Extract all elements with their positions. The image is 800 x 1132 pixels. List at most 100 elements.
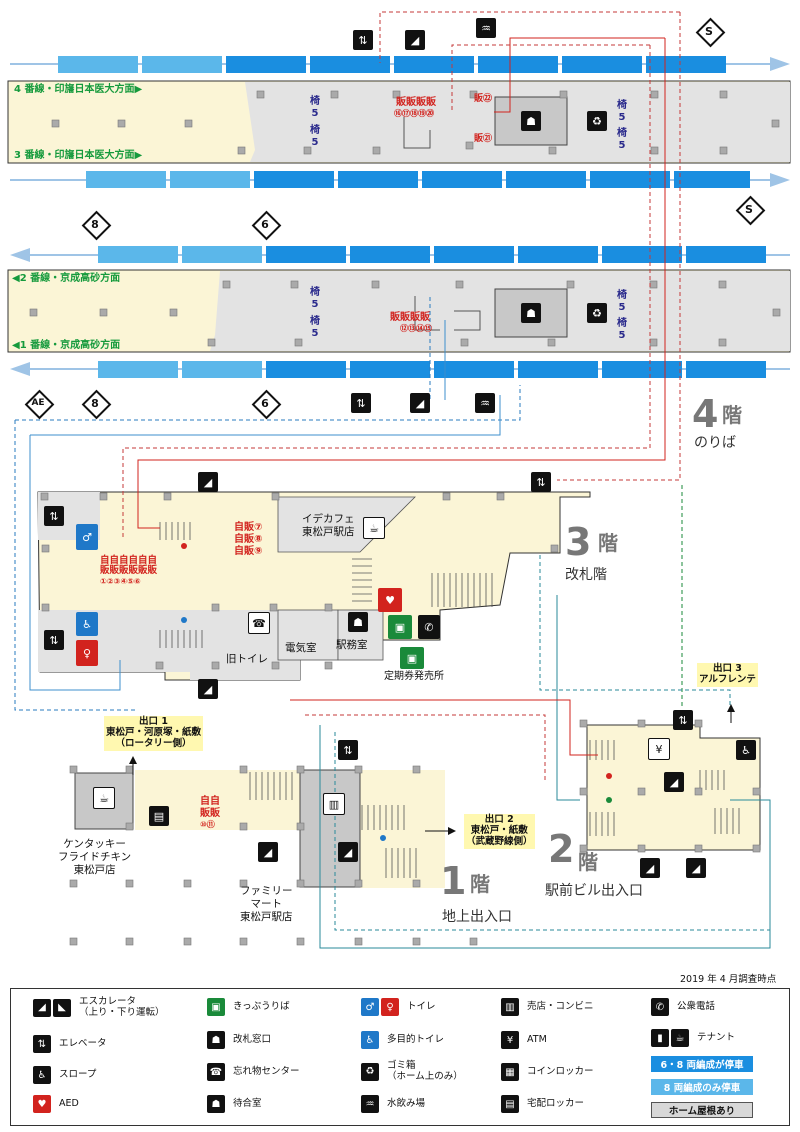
platform-4-label: 4 番線・印旛日本医大方面▶ <box>14 84 143 95</box>
convenience-store-icon: ▥ <box>501 998 519 1016</box>
escalator-icon: ◢ <box>338 842 358 862</box>
kfc-label: ケンタッキーフライドチキン東松戸店 <box>58 838 132 877</box>
floor-2-number: 2 <box>548 827 575 871</box>
trash-bin-icon: ♻ <box>361 1062 379 1081</box>
trash-bin-icon: ♻ <box>587 303 607 323</box>
legend-escalator: ◢◣エスカレータ（上り・下り運転） <box>33 996 165 1019</box>
elevator-icon: ⇅ <box>33 1035 51 1053</box>
familymart-label: ファミリーマート東松戸駅店 <box>240 885 293 924</box>
legend-lost-found: ☎忘れ物センター <box>207 1063 300 1081</box>
elevator-icon: ⇅ <box>44 506 64 526</box>
slope-icon: ♿ <box>736 740 756 760</box>
vending-label: 販販販販 <box>396 97 436 108</box>
vending-numbers: ⑫⑬⑭⑮ <box>400 324 432 333</box>
waiting-room-icon: ☗ <box>521 111 541 131</box>
floor-plan-drawing <box>7 11 791 949</box>
legend-tenant: ▮☕テナント <box>651 1029 735 1047</box>
electric-room-label: 電気室 <box>285 642 317 654</box>
escalator-icon: ◣ <box>53 998 71 1017</box>
legend-phone: ✆公衆電話 <box>651 998 715 1016</box>
coin-locker-icon: ▦ <box>501 1063 519 1081</box>
car-segments-row4 <box>98 361 766 378</box>
car8-stop-marker: 8 <box>81 210 112 241</box>
floor-3-number: 3 <box>565 520 592 564</box>
escalator-icon: ◢ <box>686 858 706 878</box>
trash-bin-icon: ♻ <box>587 111 607 131</box>
lost-and-found-icon: ☎ <box>248 612 270 634</box>
legend-aed: ♥AED <box>33 1095 79 1113</box>
escalator-icon: ◢ <box>258 842 278 862</box>
aed-icon: ♥ <box>33 1095 51 1113</box>
legend-water-fountain: ♒水飲み場 <box>361 1095 425 1113</box>
platform-2-label: ◀2 番線・京成高砂方面 <box>12 273 121 284</box>
waiting-room-icon: ☗ <box>521 303 541 323</box>
water-fountain-icon: ♒ <box>475 393 495 413</box>
legend-gate-window: ☗改札窓口 <box>207 1031 271 1049</box>
vending-label: 販㉒ <box>474 94 493 104</box>
escalator-icon: ◢ <box>198 472 218 492</box>
cafe-label: イデカフェ東松戸駅店 <box>302 513 355 539</box>
womens-toilet-icon: ♀ <box>76 640 98 666</box>
platform-3-label: 3 番線・印旛日本医大方面▶ <box>14 150 143 161</box>
convenience-store-icon: ▥ <box>323 793 345 815</box>
slope-icon: ♿ <box>33 1066 51 1084</box>
legend-roof: ホーム屋根あり <box>651 1102 753 1118</box>
atm-icon: ¥ <box>648 738 670 760</box>
escalator-icon: ◢ <box>33 998 51 1017</box>
womens-toilet-icon: ♀ <box>381 998 399 1016</box>
lost-and-found-icon: ☎ <box>207 1063 225 1081</box>
floor-2-name: 駅前ビル出入口 <box>545 883 643 899</box>
express-stop-marker: S <box>695 17 726 48</box>
legend-multipurpose-toilet: ♿多目的トイレ <box>361 1031 444 1049</box>
ticket-gate-window-icon: ☗ <box>207 1031 225 1049</box>
elevator-icon: ⇅ <box>351 393 371 413</box>
ticket-office-icon: ▣ <box>207 998 225 1016</box>
floor-1-number: 1 <box>440 859 467 903</box>
vending-label: 販販販販 <box>390 312 430 323</box>
tenant-cafe-icon: ☕ <box>363 517 385 539</box>
legend-store: ▥売店・コンビニ <box>501 998 594 1016</box>
legend-8-cars-only: 8 両編成のみ停車 <box>651 1079 753 1095</box>
escalator-icon: ◢ <box>664 772 684 792</box>
legend-trash: ♻ゴミ箱（ホーム上のみ） <box>361 1060 463 1083</box>
legend-delivery-locker: ▤宅配ロッカー <box>501 1095 584 1113</box>
access-express-stop-marker: AE <box>24 389 55 420</box>
escalator-icon: ◢ <box>640 858 660 878</box>
tenant-cafe-icon: ☕ <box>671 1029 689 1047</box>
survey-date: 2019 年 4 月調査時点 <box>680 974 777 985</box>
escalator-icon: ◢ <box>405 30 425 50</box>
elevator-icon: ⇅ <box>673 710 693 730</box>
multipurpose-toilet-icon: ♿ <box>76 612 98 636</box>
ticket-office-icon: ▣ <box>400 647 424 669</box>
commuter-pass-office-label: 定期券発売所 <box>384 671 444 682</box>
floor-2-suffix: 階 <box>578 850 598 874</box>
car6-stop-marker: 6 <box>251 210 282 241</box>
ticket-gate-window-icon: ☗ <box>348 612 368 632</box>
legend-slope: ♿スロープ <box>33 1066 96 1084</box>
elevator-icon: ⇅ <box>353 30 373 50</box>
legend-atm: ¥ATM <box>501 1031 547 1049</box>
delivery-locker-icon: ▤ <box>501 1095 519 1113</box>
public-phone-icon: ✆ <box>418 615 440 639</box>
mens-toilet-icon: ♂ <box>361 998 379 1016</box>
ticket-office-icon: ▣ <box>388 615 412 639</box>
car-segments-row3 <box>98 246 766 263</box>
legend-waiting-room: ☗待合室 <box>207 1095 262 1113</box>
floor-3-suffix: 階 <box>598 531 618 555</box>
water-fountain-icon: ♒ <box>361 1095 379 1113</box>
delivery-locker-icon: ▤ <box>149 806 169 826</box>
tenant-bottle-icon: ▮ <box>651 1029 669 1047</box>
vending-label: 販㉑ <box>474 134 493 144</box>
old-toilet-label: 旧トイレ <box>226 653 268 665</box>
car6-stop-marker: 6 <box>251 389 282 420</box>
vending-numbers: ⑯⑰⑱⑲⑳ <box>394 109 434 118</box>
